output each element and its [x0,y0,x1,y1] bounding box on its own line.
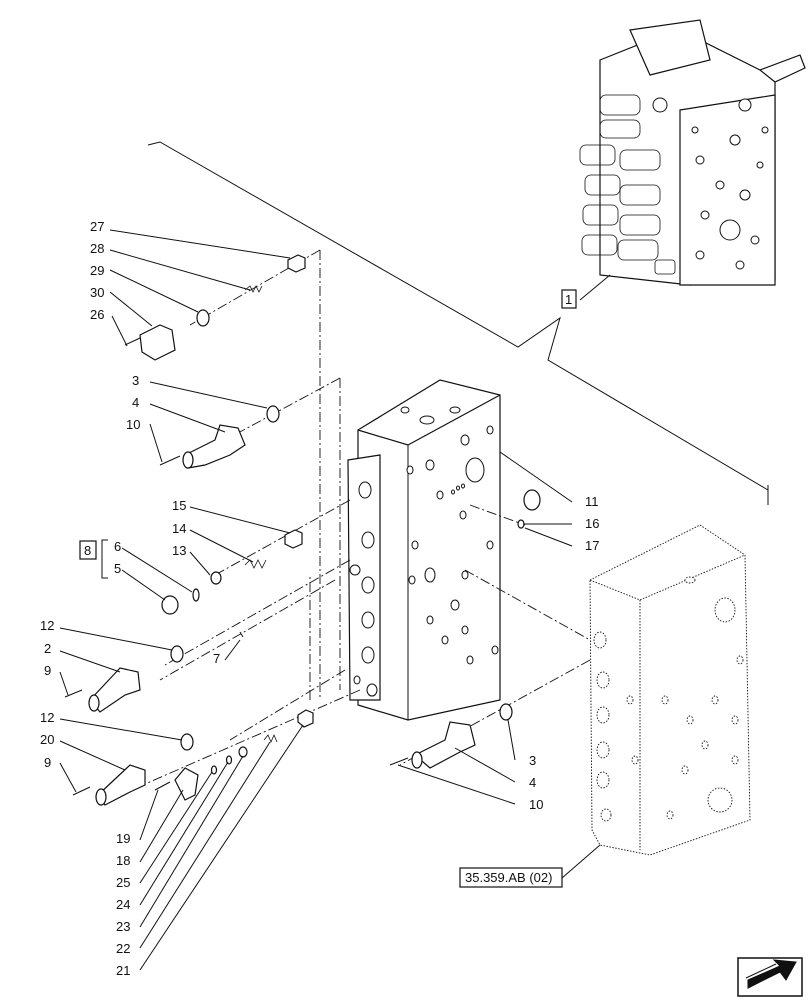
callout-21: 21 [116,963,130,978]
callout-3-lower: 3 [529,753,536,768]
callout-19: 19 [116,831,130,846]
callout-12-upper: 12 [40,618,54,633]
callout-25: 25 [116,875,130,890]
callout-4-lower: 4 [529,775,536,790]
callout-26: 26 [90,307,104,322]
callout-10-upper: 10 [126,417,140,432]
callout-17: 17 [585,538,599,553]
reference-label[interactable]: 35.359.AB (02) [465,870,552,885]
callout-7: 7 [213,651,220,666]
reference-box[interactable] [459,867,563,888]
callout-16: 16 [585,516,599,531]
callout-12-lower: 12 [40,710,54,725]
callout-6: 6 [114,539,121,554]
callout-5: 5 [114,561,121,576]
assembly-axis-lines [119,249,591,796]
callout-10-lower: 10 [529,797,543,812]
callout-9-upper: 9 [44,663,51,678]
callout-23: 23 [116,919,130,934]
adjacent-section-ghost [589,524,751,856]
callout-15: 15 [172,498,186,513]
callout-2: 2 [44,641,51,656]
arrow-icon[interactable] [737,957,803,997]
callout-3-upper: 3 [132,373,139,388]
leader-lines [59,229,601,971]
valve-section-block [347,379,501,721]
callout-13: 13 [172,543,186,558]
valve-assembly-illustration [579,19,806,286]
callout-20: 20 [40,732,54,747]
callout-8: 8 [84,543,91,558]
callout-4-upper: 4 [132,395,139,410]
callout-29: 29 [90,263,104,278]
callout-11: 11 [585,494,599,509]
callout-box-8 [79,540,97,560]
callout-27: 27 [90,219,104,234]
callout-30: 30 [90,285,104,300]
small-parts [64,254,541,806]
callout-14: 14 [172,521,186,536]
callout-labels: 27 28 29 30 26 3 4 10 15 14 13 6 5 8 12 … [40,219,599,978]
callout-9-lower: 9 [44,755,51,770]
callout-28: 28 [90,241,104,256]
callout-22: 22 [116,941,130,956]
callout-18: 18 [116,853,130,868]
callout-1: 1 [565,292,572,307]
callout-box-1 [561,289,577,309]
callout-24: 24 [116,897,130,912]
section-cut-line [147,141,769,491]
